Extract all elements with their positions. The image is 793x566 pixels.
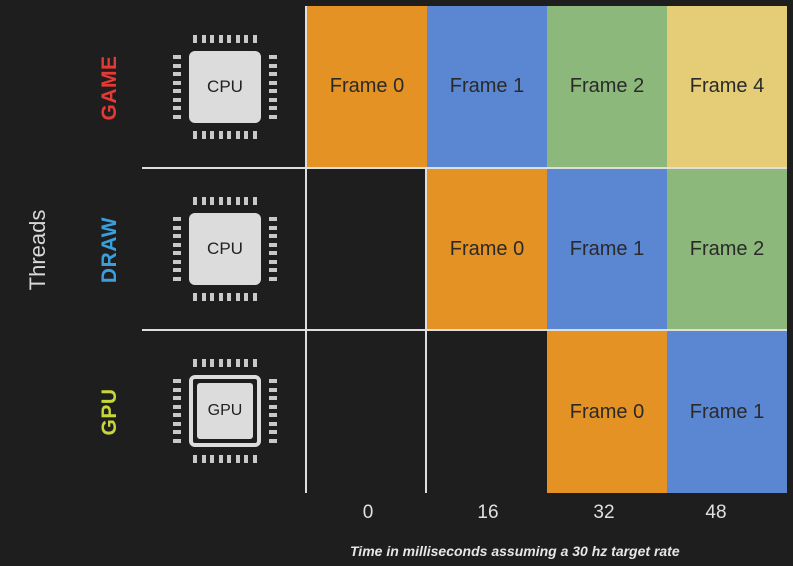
- chip-pins: [193, 35, 257, 43]
- chip-pins: [173, 55, 181, 119]
- chip-pins: [193, 455, 257, 463]
- row-label-draw: DRAW: [98, 216, 121, 284]
- cpu-chip-icon: CPU: [167, 29, 283, 145]
- chip-label: CPU: [189, 213, 261, 285]
- time-tick-0: 0: [362, 502, 374, 523]
- row-divider: [142, 167, 787, 169]
- chip-label: CPU: [189, 51, 261, 123]
- chip-pins: [173, 379, 181, 443]
- frame-cell: Frame 2: [547, 6, 667, 167]
- chip-label: GPU: [197, 383, 253, 439]
- gpu-chip-icon: GPU: [167, 353, 283, 469]
- chip-pins: [193, 359, 257, 367]
- time-tick-16: 16: [477, 502, 499, 523]
- chip-pins: [193, 131, 257, 139]
- chip-pins: [269, 379, 277, 443]
- frame-cell: Frame 1: [427, 6, 547, 167]
- frame-cell: Frame 4: [667, 6, 787, 167]
- row-divider: [142, 329, 787, 331]
- time-axis-caption: Time in milliseconds assuming a 30 hz ta…: [350, 543, 680, 559]
- row-label-gpu: GPU: [98, 388, 121, 436]
- frame-cell: Frame 1: [667, 331, 787, 493]
- chip-pins: [193, 197, 257, 205]
- column-divider: [305, 6, 307, 493]
- column-divider: [425, 6, 427, 493]
- row-label-game: GAME: [98, 55, 121, 121]
- chip-pins: [269, 55, 277, 119]
- chip-pins: [269, 217, 277, 281]
- frame-cell: Frame 0: [307, 6, 427, 167]
- time-tick-48: 48: [705, 502, 727, 523]
- frame-cell: Frame 1: [547, 169, 667, 329]
- cpu-chip-icon: CPU: [167, 191, 283, 307]
- chip-pins: [193, 293, 257, 301]
- threads-axis-label: Threads: [25, 209, 50, 291]
- chip-pins: [173, 217, 181, 281]
- time-tick-32: 32: [593, 502, 615, 523]
- frame-cell: Frame 0: [427, 169, 547, 329]
- frame-cell: Frame 0: [547, 331, 667, 493]
- chip-body: GPU: [189, 375, 261, 447]
- frame-cell: Frame 2: [667, 169, 787, 329]
